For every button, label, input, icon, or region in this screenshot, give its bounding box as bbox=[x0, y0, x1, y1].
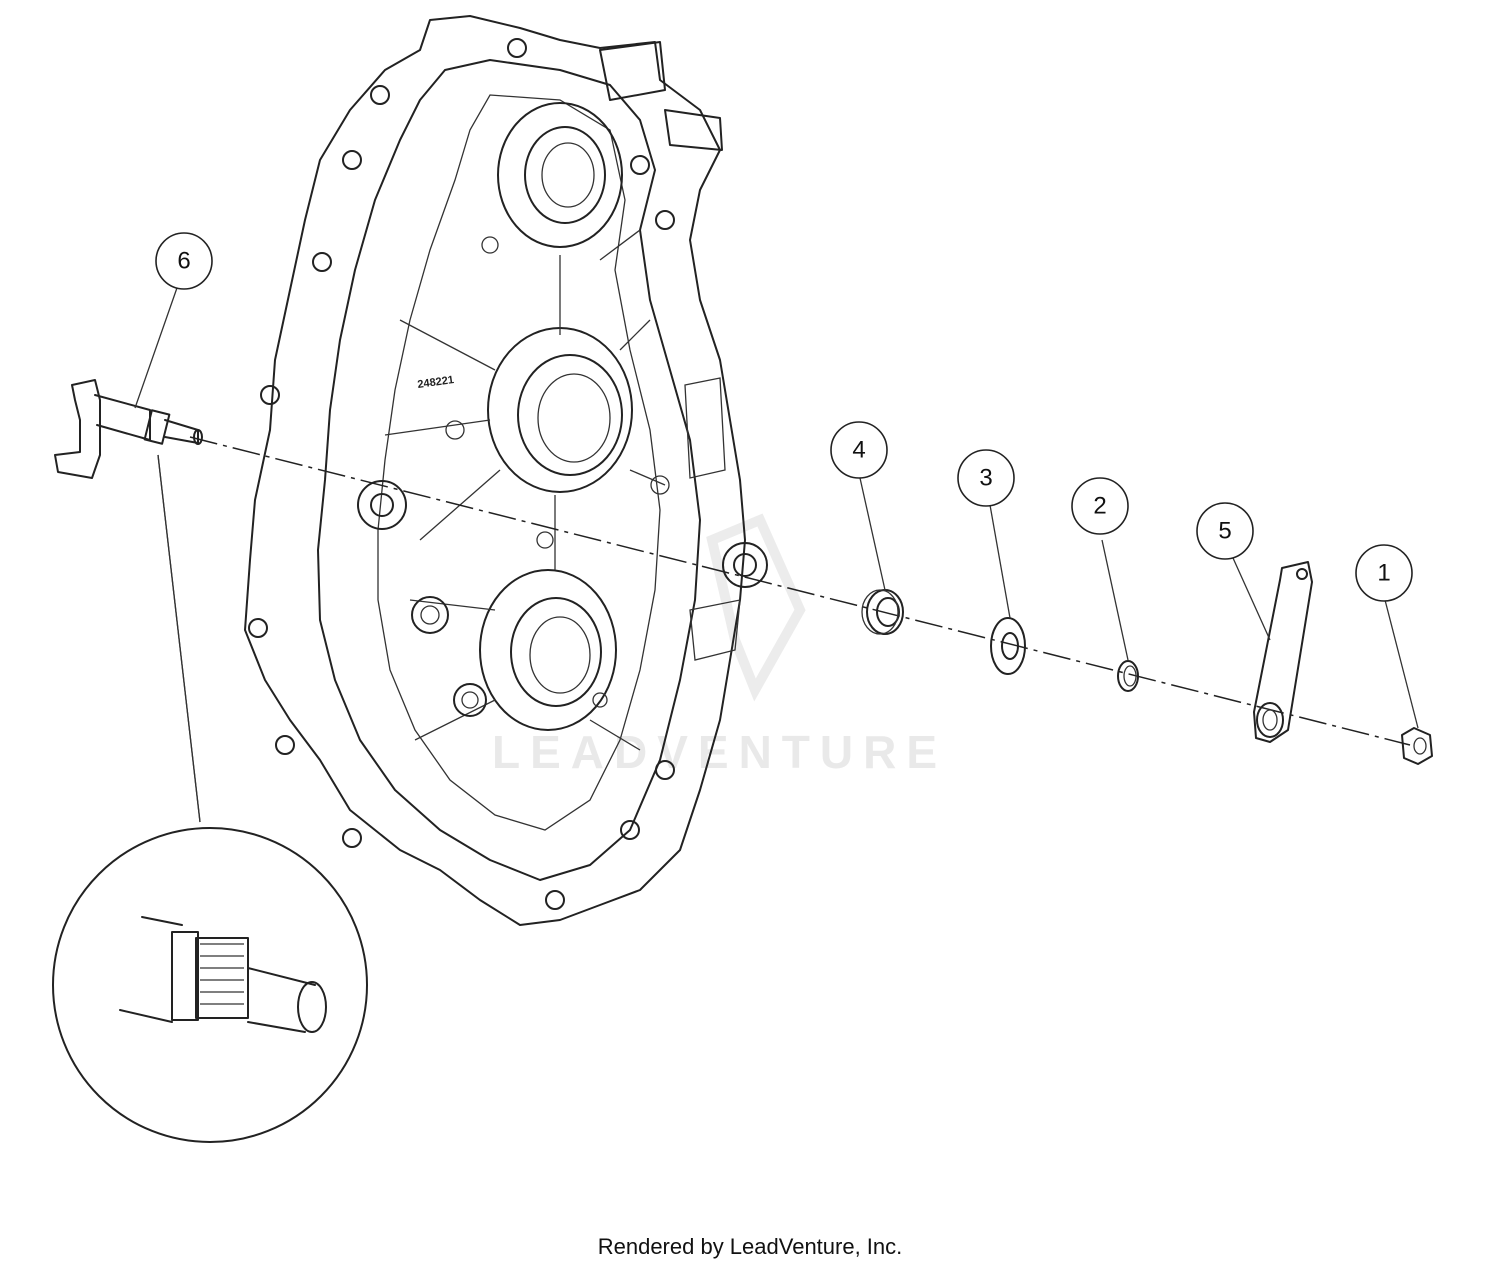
leader-3 bbox=[989, 504, 1011, 619]
part-6-shift-shaft bbox=[54, 379, 203, 479]
callout-1-label: 1 bbox=[1377, 560, 1390, 587]
assembly-centerline bbox=[189, 436, 1411, 746]
callout-4[interactable]: 4 bbox=[830, 421, 888, 479]
housing-cover: 248221 bbox=[244, 15, 768, 926]
casting-number: 248221 bbox=[417, 374, 455, 391]
detail-leader-bottom bbox=[157, 454, 201, 823]
callout-3-label: 3 bbox=[979, 465, 992, 492]
callout-5-label: 5 bbox=[1218, 518, 1231, 545]
callout-6[interactable]: 6 bbox=[155, 232, 213, 290]
watermark-text: LEADVENTURE bbox=[492, 726, 947, 778]
callout-4-label: 4 bbox=[852, 437, 865, 464]
callout-1[interactable]: 1 bbox=[1355, 544, 1413, 602]
callout-3[interactable]: 3 bbox=[957, 449, 1015, 507]
leader-5 bbox=[1232, 557, 1271, 641]
part-5-shift-arm bbox=[1253, 561, 1313, 743]
footer-credit: Rendered by LeadVenture, Inc. bbox=[597, 1234, 903, 1259]
leader-6 bbox=[134, 284, 179, 409]
part-1-nut bbox=[1401, 727, 1433, 765]
callout-2[interactable]: 2 bbox=[1071, 477, 1129, 535]
part-3-washer bbox=[990, 617, 1026, 675]
part-2-retaining-ring bbox=[1117, 660, 1139, 692]
detail-view-spline bbox=[52, 827, 368, 1143]
leader-1 bbox=[1384, 599, 1419, 729]
callout-2-label: 2 bbox=[1093, 493, 1106, 520]
leader-2 bbox=[1101, 539, 1129, 661]
leader-4 bbox=[859, 477, 886, 591]
watermark: LEADVENTURE bbox=[492, 513, 947, 778]
callout-6-label: 6 bbox=[177, 248, 190, 275]
callout-5[interactable]: 5 bbox=[1196, 502, 1254, 560]
